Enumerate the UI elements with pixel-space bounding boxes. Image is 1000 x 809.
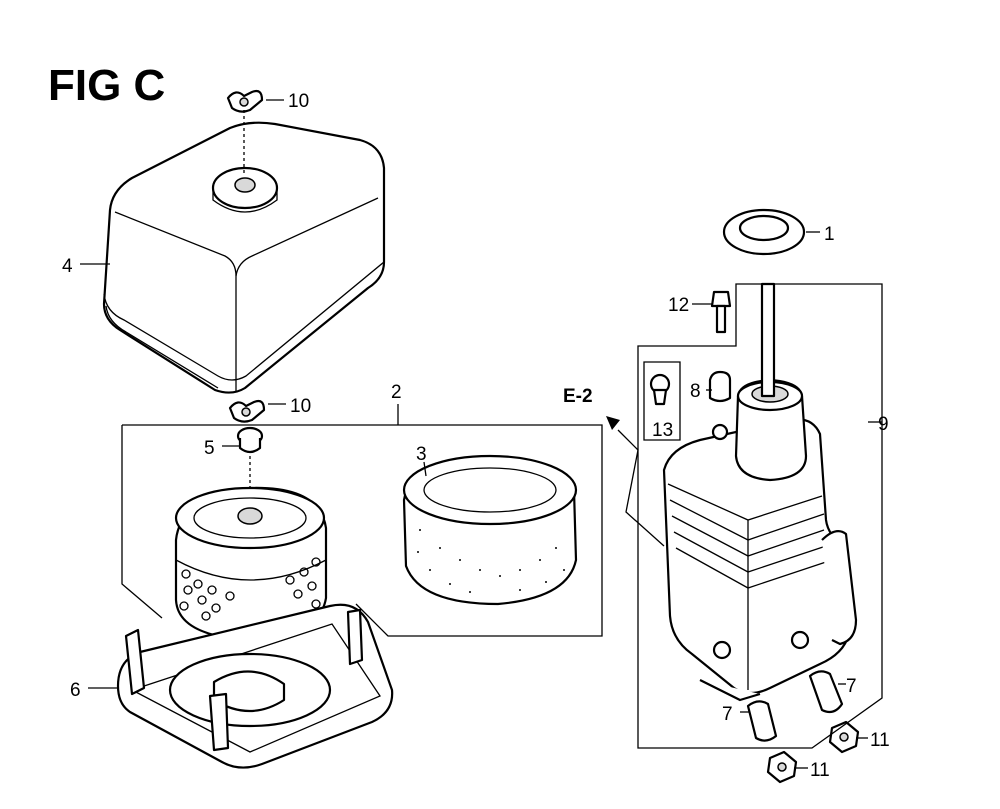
e2-arrow-head bbox=[606, 416, 620, 430]
collar bbox=[708, 370, 732, 403]
figure-title: FIG C bbox=[48, 61, 166, 110]
callout-4: 4 bbox=[62, 256, 73, 277]
bracket-9 bbox=[637, 283, 883, 749]
leader-lines bbox=[80, 99, 882, 769]
callout-7-right: 7 bbox=[846, 676, 857, 697]
callout-13: 13 bbox=[652, 420, 673, 441]
nut-upper bbox=[828, 720, 860, 754]
callout-12: 12 bbox=[668, 295, 689, 316]
callout-1: 1 bbox=[824, 224, 835, 245]
air-cleaner-base bbox=[116, 603, 394, 769]
bolt bbox=[710, 290, 732, 334]
wing-nut-lower bbox=[228, 399, 266, 423]
callout-9: 9 bbox=[878, 414, 889, 435]
wing-nut-top bbox=[226, 89, 264, 176]
callout-6: 6 bbox=[70, 680, 81, 701]
e2-reference-line bbox=[617, 429, 665, 547]
nut-lower bbox=[766, 750, 798, 784]
reference-e2: E-2 bbox=[563, 386, 593, 407]
foam-element bbox=[402, 454, 578, 606]
seal-ring bbox=[722, 208, 806, 256]
callout-10-lower: 10 bbox=[290, 396, 311, 417]
grommet bbox=[236, 426, 264, 454]
callout-5: 5 bbox=[204, 438, 215, 459]
callout-8: 8 bbox=[690, 381, 701, 402]
callout-11-right: 11 bbox=[870, 730, 890, 751]
callout-labels: 10 4 2 10 5 3 6 1 12 8 13 9 7 7 11 11 E-… bbox=[62, 91, 890, 781]
paper-element bbox=[174, 486, 328, 642]
callout-2: 2 bbox=[391, 382, 402, 403]
air-cleaner-cover bbox=[102, 121, 386, 394]
clip bbox=[649, 373, 671, 406]
callout-10-top: 10 bbox=[288, 91, 309, 112]
tube-lower bbox=[746, 700, 778, 742]
bracket-13 bbox=[643, 361, 681, 441]
elbow-assembly bbox=[662, 282, 858, 702]
bracket-2 bbox=[121, 424, 603, 637]
callout-11-lower: 11 bbox=[810, 760, 830, 781]
tube-upper bbox=[808, 670, 844, 714]
callout-7-left: 7 bbox=[722, 704, 733, 725]
callout-3: 3 bbox=[416, 444, 427, 465]
